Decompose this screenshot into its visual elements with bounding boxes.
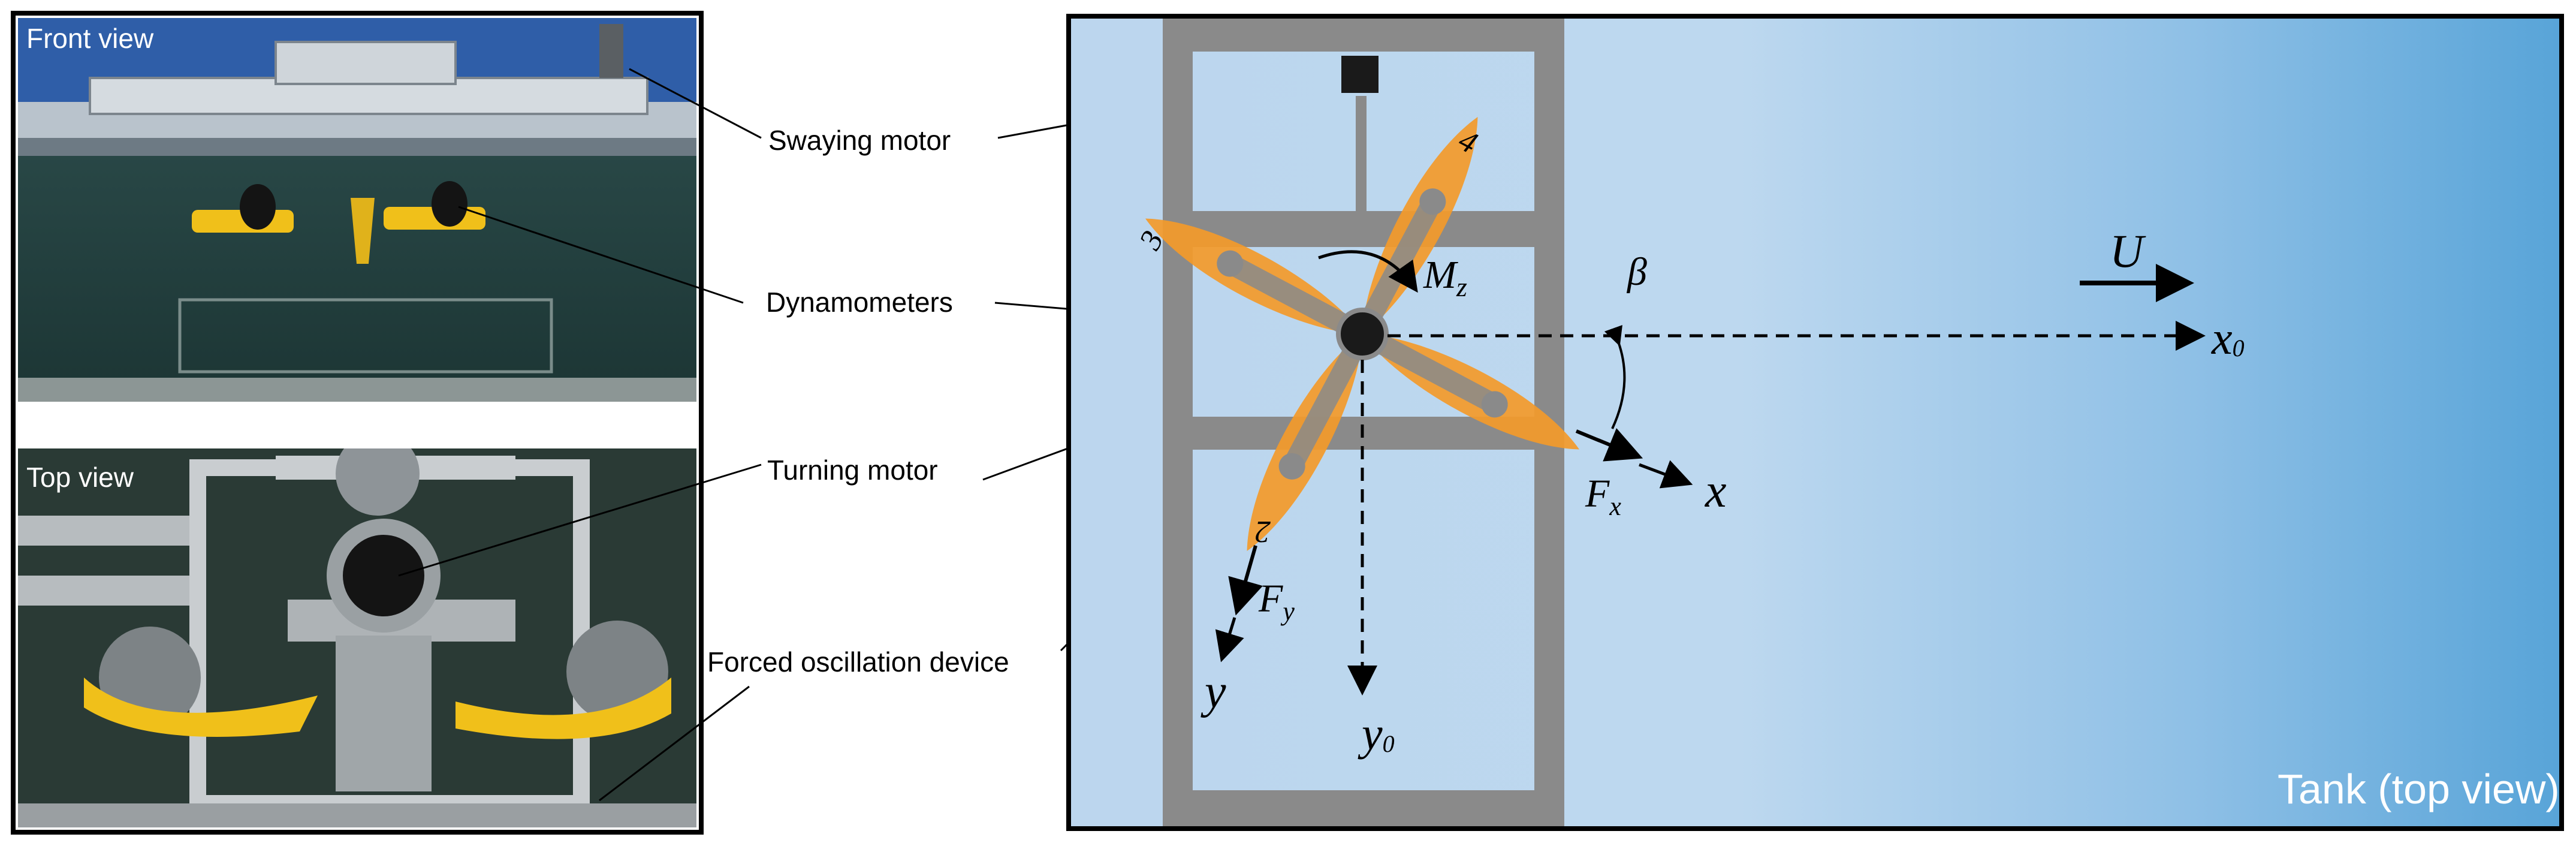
front-view-photo [18, 18, 696, 402]
turning-motor-label: Turning motor [767, 454, 938, 486]
fx-symbol: Fx [1585, 472, 1621, 521]
y0-symbol: y0 [1358, 708, 1395, 760]
x-axis-arrow [1639, 460, 1693, 489]
tank-label: Tank (top view) [2278, 766, 2560, 812]
turning-motor-line-left [398, 463, 762, 577]
dynamometers-label: Dynamometers [766, 287, 953, 318]
swaying-motor-line-left [629, 68, 762, 139]
y-axis-arrow [1215, 617, 1244, 663]
turning-motor-hub [1336, 308, 1389, 360]
dynamometers-line-left [458, 206, 744, 304]
top-view-label: Top view [26, 462, 134, 493]
fy-arrow [1228, 545, 1263, 616]
tank-diagram: 4 3 2 Mz β U x0 Fx x Fy y y0 Tank (top v… [1066, 14, 2564, 831]
forced-oscillation-label: Forced oscillation device [707, 646, 1009, 678]
fx-arrow [1575, 428, 1643, 462]
blade-number-2: 2 [1255, 514, 1271, 549]
x-symbol: x [1705, 465, 1727, 517]
mz-symbol: Mz [1423, 253, 1467, 302]
u-symbol: U [2110, 225, 2146, 277]
beta-symbol: β [1626, 250, 1647, 294]
top-view-photo [18, 432, 696, 827]
fy-symbol: Fy [1258, 577, 1295, 626]
front-view-label: Front view [26, 23, 154, 54]
forced-oscillation-line-left [599, 685, 750, 802]
beta-arc [1604, 325, 1626, 429]
swaying-motor-label: Swaying motor [768, 125, 951, 156]
photo-panel: Front view Top view [11, 11, 704, 835]
y-symbol: y [1200, 666, 1226, 718]
mz-arc [1318, 250, 1418, 293]
x0-symbol: x0 [2211, 312, 2245, 364]
photo-gap [18, 402, 696, 448]
swaying-motor-block [1341, 56, 1379, 93]
